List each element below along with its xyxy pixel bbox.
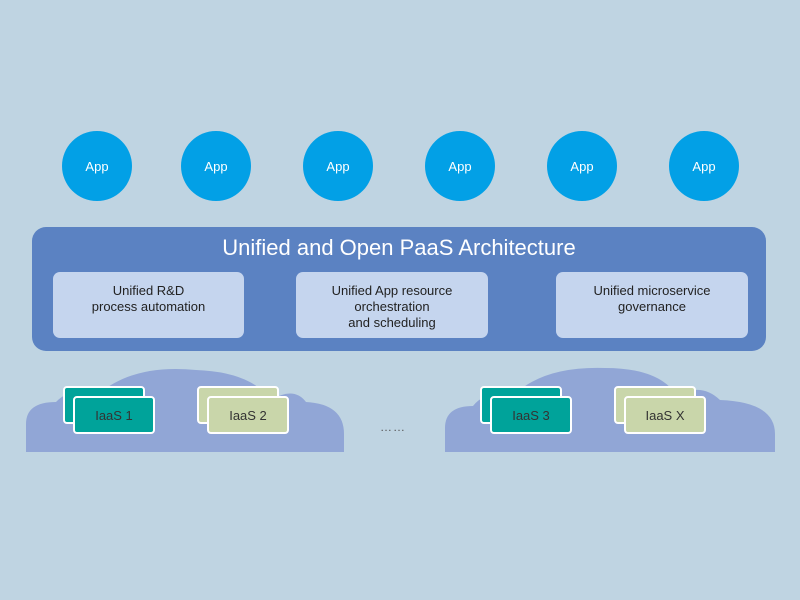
app-node: App (303, 131, 373, 201)
module-rd-automation: Unified R&D process automation (53, 272, 244, 338)
module-microservice-governance: Unified microservice governance (556, 272, 748, 338)
app-node: App (547, 131, 617, 201)
paas-title: Unified and Open PaaS Architecture (222, 235, 576, 260)
app-node: App (669, 131, 739, 201)
iaas-card-x: IaaS X (624, 396, 706, 434)
app-node: App (425, 131, 495, 201)
app-node: App (62, 131, 132, 201)
paas-architecture-panel: Unified and Open PaaS Architecture Unifi… (32, 227, 766, 351)
iaas-card-1: IaaS 1 (73, 396, 155, 434)
module-resource-orchestration: Unified App resource orchestration and s… (296, 272, 488, 338)
app-node: App (181, 131, 251, 201)
iaas-card-2: IaaS 2 (207, 396, 289, 434)
iaas-card-3: IaaS 3 (490, 396, 572, 434)
ellipsis: …… (380, 420, 406, 434)
